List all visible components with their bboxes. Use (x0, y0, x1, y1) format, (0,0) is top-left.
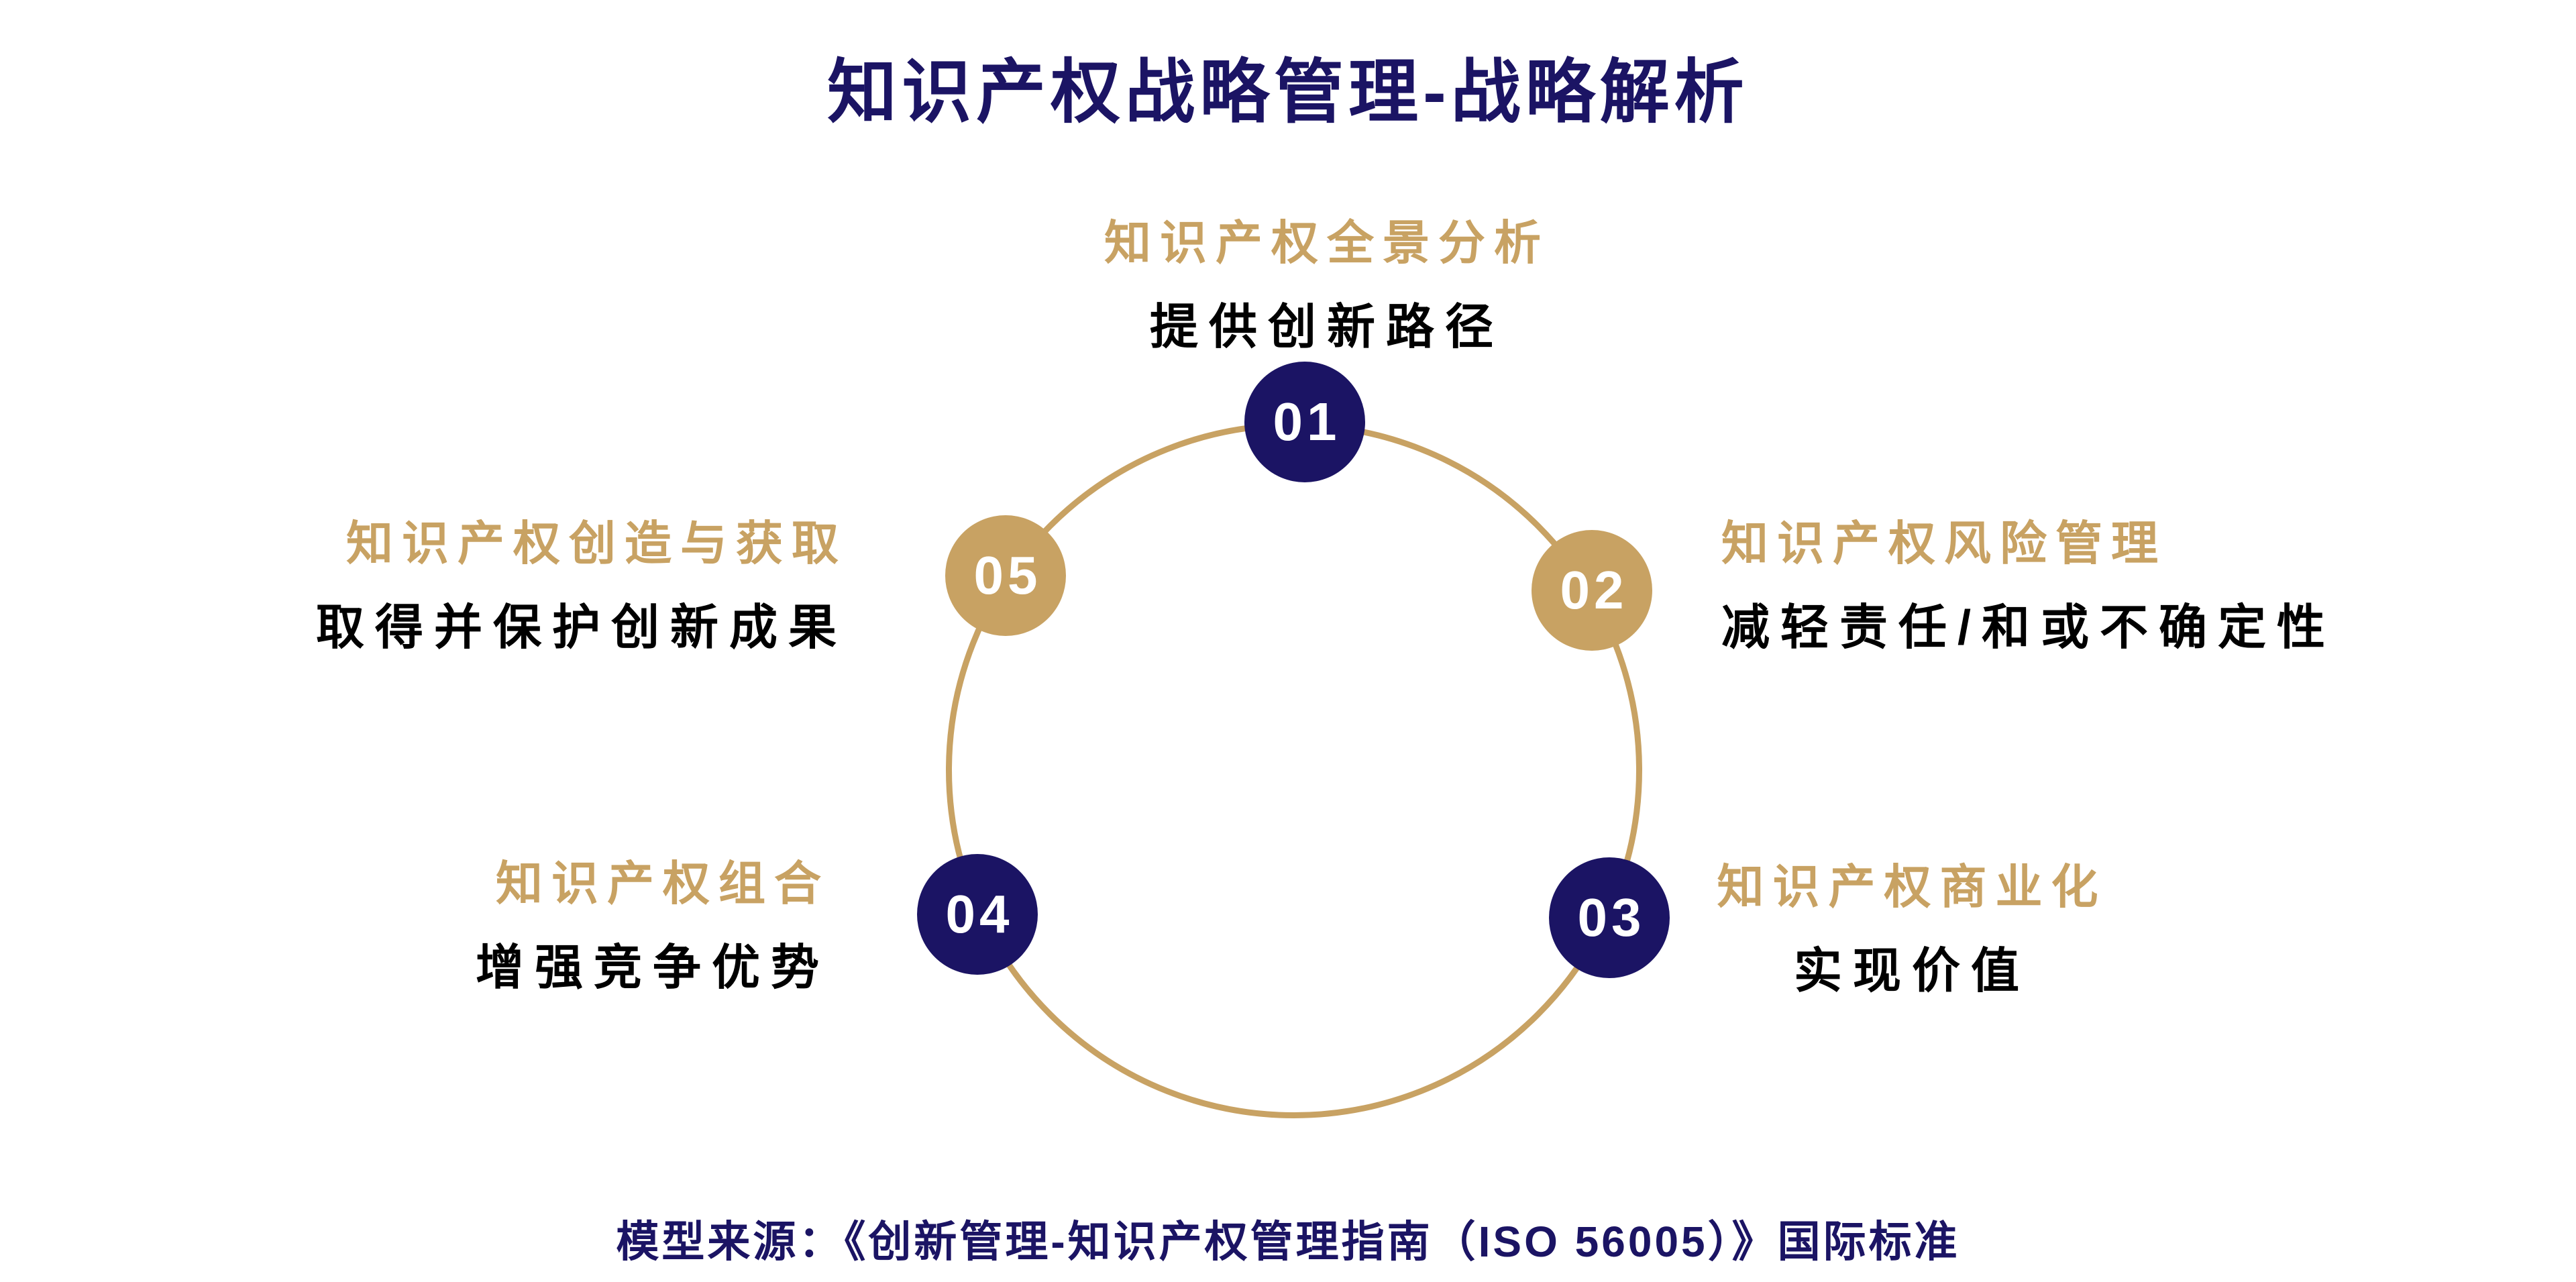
node-02-title: 知识产权风险管理 (1721, 517, 2167, 570)
node-03-circle: 03 (1549, 857, 1670, 978)
node-01-circle: 01 (1244, 362, 1365, 482)
node-05-description: 取得并保护创新成果 (315, 601, 847, 655)
node-03-title: 知识产权商业化 (1717, 861, 2107, 913)
node-03-label: 知识产权商业化 实现价值 (1717, 860, 2107, 999)
node-02-label: 知识产权风险管理 减轻责任/和或不确定性 (1721, 517, 2336, 655)
node-05-title: 知识产权创造与获取 (346, 517, 847, 570)
node-03-description: 实现价值 (1793, 945, 2030, 998)
node-04-title: 知识产权组合 (496, 857, 830, 910)
node-02-number: 02 (1560, 560, 1628, 620)
node-04-number: 04 (945, 884, 1014, 944)
node-01-number: 01 (1273, 392, 1341, 451)
node-03-number: 03 (1577, 888, 1646, 947)
node-05-number: 05 (973, 545, 1042, 605)
node-05-label: 知识产权创造与获取 取得并保护创新成果 (316, 517, 847, 655)
node-02-circle: 02 (1532, 530, 1652, 651)
source-note: 模型来源：《创新管理-知识产权管理指南（ISO 56005）》国际标准 (616, 1218, 1960, 1266)
page-title: 知识产权战略管理-战略解析 (827, 54, 1749, 131)
node-04-description: 增强竞争优势 (475, 941, 830, 995)
node-04-circle: 04 (917, 854, 1038, 975)
cycle-ring (946, 422, 1642, 1118)
node-02-description: 减轻责任/和或不确定性 (1721, 601, 2337, 655)
node-05-circle: 05 (945, 515, 1066, 636)
node-01-label: 知识产权全景分析 提供创新路径 (1104, 216, 1550, 355)
node-04-label: 知识产权组合 增强竞争优势 (476, 857, 830, 996)
node-01-title: 知识产权全景分析 (1104, 217, 1550, 269)
node-01-description: 提供创新路径 (1149, 301, 1504, 354)
